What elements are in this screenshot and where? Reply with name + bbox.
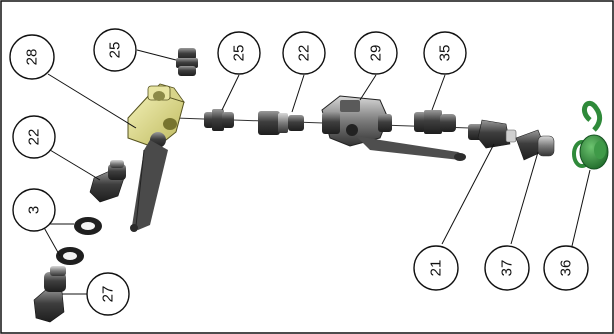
callout-21-label: 21 <box>428 260 445 277</box>
callout-29: 29 <box>354 31 398 75</box>
part-29-valve <box>321 95 466 161</box>
part-27-plug <box>33 266 66 323</box>
callout-35-label: 35 <box>437 45 454 62</box>
part-3-washers <box>56 217 102 265</box>
callout-3-label: 3 <box>26 206 43 214</box>
callout-22-left-label: 22 <box>26 129 43 146</box>
callout-37: 37 <box>484 245 530 291</box>
callout-3: 3 <box>12 188 56 232</box>
part-21-fitting <box>468 119 517 149</box>
callout-22-left: 22 <box>12 115 56 159</box>
part-22-right <box>258 111 304 135</box>
part-25-upper <box>176 48 198 76</box>
callout-28: 28 <box>9 34 55 80</box>
callout-22-top: 22 <box>282 31 326 75</box>
callout-36-label: 36 <box>558 260 575 277</box>
callout-27: 27 <box>86 272 130 316</box>
part-35-fitting <box>414 110 456 134</box>
callout-35: 35 <box>423 31 467 75</box>
part-36-cap <box>572 100 609 170</box>
part-25-middle <box>204 109 234 131</box>
part-37-fitting <box>515 129 555 161</box>
part-22-left <box>89 160 126 203</box>
leader-lines <box>41 49 591 295</box>
callout-27-label: 27 <box>100 286 117 303</box>
callout-29-label: 29 <box>368 45 385 62</box>
callout-37-label: 37 <box>499 260 516 277</box>
callout-25-mid: 25 <box>217 31 261 75</box>
callout-25-mid-label: 25 <box>231 45 248 62</box>
callout-25-top-label: 25 <box>107 42 124 59</box>
callout-25-top: 25 <box>93 28 137 72</box>
callout-28-label: 28 <box>24 49 41 66</box>
part-28-valve <box>127 83 186 232</box>
callout-22-top-label: 22 <box>296 45 313 62</box>
callout-21: 21 <box>413 245 459 291</box>
callout-36: 36 <box>543 245 589 291</box>
